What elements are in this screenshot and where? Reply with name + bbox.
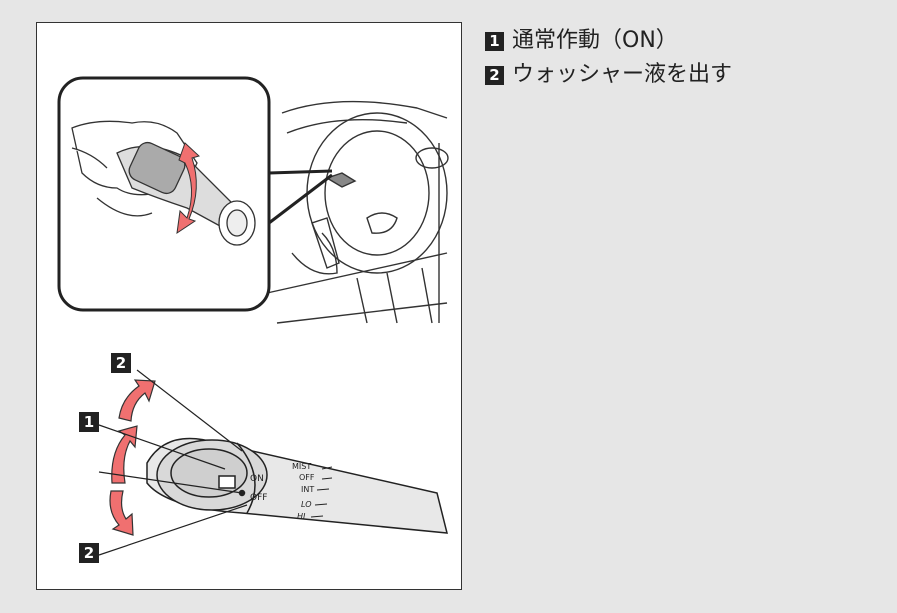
- label-off: OFF: [250, 493, 267, 503]
- legend-number-2: 2: [485, 65, 504, 85]
- label-on: ON: [250, 474, 264, 484]
- legend-number-1: 1: [485, 31, 504, 51]
- label-mist: MIST: [292, 462, 311, 471]
- legend: 1 通常作動（ON） 2 ウォッシャー液を出す: [485, 24, 732, 92]
- switch-ticks: [310, 466, 333, 518]
- legend-label-2: ウォッシャー液を出す: [512, 62, 733, 87]
- label-lo: LO: [301, 500, 312, 509]
- leader-lines: [98, 369, 248, 556]
- legend-item-washer: 2 ウォッシャー液を出す: [485, 58, 732, 92]
- switch-text: ON OFF MIST OFF INT LO HI: [250, 462, 315, 521]
- arrow-down-washer: [109, 490, 134, 536]
- label-int: INT: [301, 485, 314, 494]
- callout-2-top: 2: [111, 353, 131, 373]
- label-hi: HI: [297, 512, 306, 521]
- arrow-up-washer: [118, 379, 156, 422]
- legend-item-normal: 1 通常作動（ON）: [485, 24, 732, 58]
- label-off2: OFF: [299, 473, 315, 482]
- callout-2-bottom: 2: [79, 543, 99, 563]
- callout-1: 1: [79, 412, 99, 432]
- arrow-up-normal: [111, 425, 138, 484]
- dashboard-drawing: [266, 100, 449, 324]
- hand-drawing: [71, 120, 256, 246]
- inset-rotate-arrow: [176, 142, 200, 235]
- legend-label-1: 通常作動（ON）: [512, 28, 678, 53]
- wiper-lever-illustration: ON OFF MIST OFF INT LO HI: [57, 76, 449, 556]
- illustration-frame: ON OFF MIST OFF INT LO HI 2 1 2: [36, 22, 462, 590]
